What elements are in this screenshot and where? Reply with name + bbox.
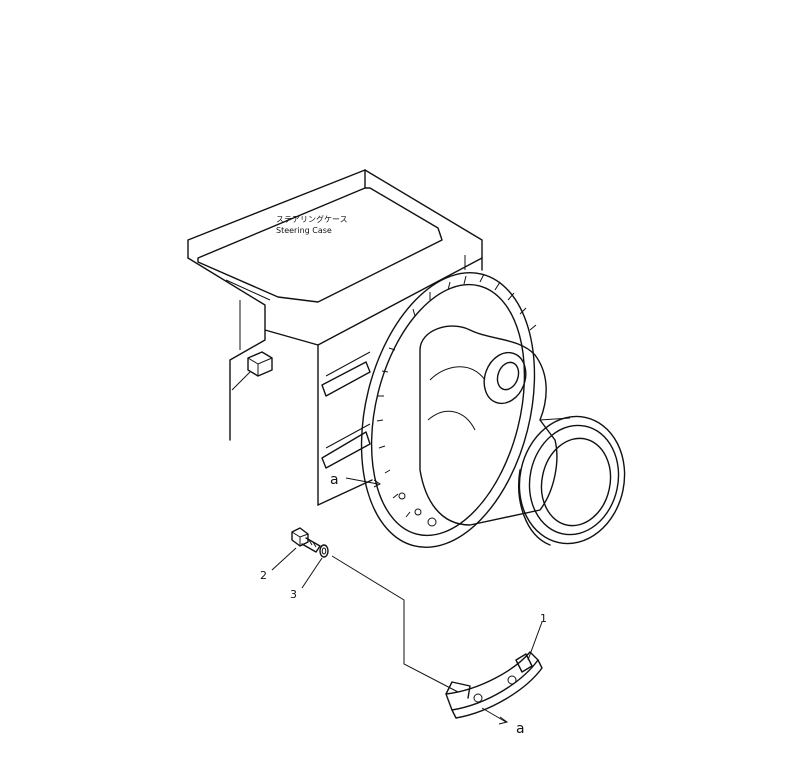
reference-mark-a-upper: a (330, 472, 381, 488)
reference-mark-a-lower: a (481, 707, 525, 737)
part-2-bolt: 2 (260, 527, 321, 582)
ref-a-lower-text: a (516, 721, 525, 737)
steering-case-housing (187, 169, 483, 506)
assembly-guide-line (331, 555, 459, 693)
callout-2: 2 (260, 569, 267, 582)
ref-a-upper-text: a (330, 472, 339, 488)
callout-3: 3 (290, 588, 297, 601)
case-label: ステアリングケース Steering Case (276, 214, 348, 235)
final-drive-hub (360, 272, 626, 548)
part-1-retainer-plate: 1 (445, 612, 547, 719)
part-3-washer: 3 (290, 544, 329, 601)
callout-1: 1 (540, 612, 547, 625)
case-label-en: Steering Case (276, 226, 332, 235)
case-label-jp: ステアリングケース (276, 214, 348, 224)
